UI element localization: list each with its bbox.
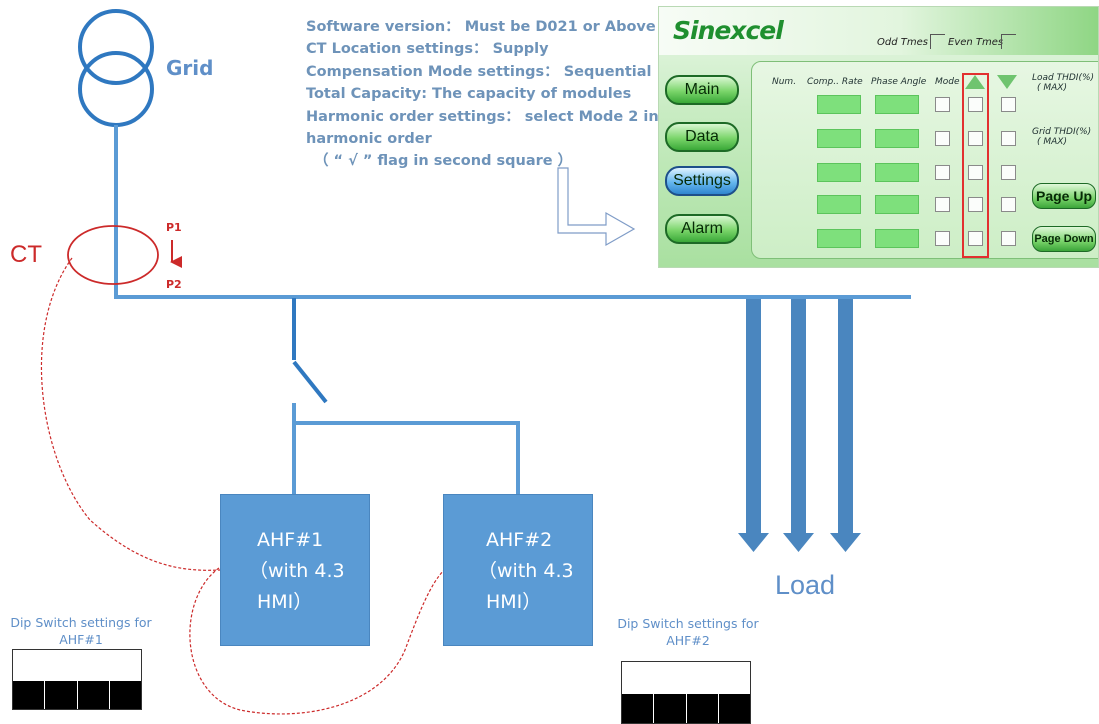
mode-1-checkbox[interactable] (935, 231, 950, 246)
mode-2-highlight (962, 73, 989, 258)
dip1-title: Dip Switch settings for AHF#1 (2, 614, 160, 648)
settings-notes: Software version： Must be D021 or Above … (306, 16, 659, 173)
mode-3-checkbox[interactable] (1001, 197, 1016, 212)
dip1-switch-4 (109, 680, 141, 709)
grid-thdi-label: Grid THDI(%) (1032, 127, 1092, 137)
dip2-switch-4 (718, 693, 750, 723)
ahf2-subtitle: （with 4.3 (478, 560, 574, 582)
mode-1-checkbox[interactable] (935, 197, 950, 212)
mode-1-checkbox[interactable] (935, 131, 950, 146)
phase-angle-cell[interactable] (875, 229, 919, 248)
p1-label: P1 (166, 221, 182, 234)
col-comp-rate-header: Comp.. Rate (807, 77, 863, 87)
comp-rate-cell[interactable] (817, 163, 861, 182)
page-down-button[interactable]: Page Down (1032, 226, 1096, 252)
p2-label: P2 (166, 278, 182, 291)
mode-1-checkbox[interactable] (935, 97, 950, 112)
ahf1-subtitle-2: HMI） (257, 591, 313, 613)
mode-3-checkbox[interactable] (1001, 165, 1016, 180)
mode-1-checkbox[interactable] (935, 165, 950, 180)
grid-thdi-max-label: ( MAX) (1037, 137, 1067, 147)
comp-rate-cell[interactable] (817, 95, 861, 114)
hmi-settings-panel: Sinexcel Odd Tmes Even Tmes Main Data Se… (658, 6, 1099, 268)
ahf2-title: AHF#2 (486, 529, 553, 551)
dip1-switch-3 (77, 680, 110, 709)
phase-angle-cell[interactable] (875, 129, 919, 148)
even-times-label: Even Tmes (948, 37, 1004, 48)
dip2-switch (621, 661, 751, 724)
comp-rate-cell[interactable] (817, 129, 861, 148)
odd-times-label: Odd Tmes (877, 37, 928, 48)
triangle-down-icon[interactable] (997, 75, 1017, 89)
breaker-branch (292, 298, 520, 494)
triangle-up-icon[interactable] (965, 75, 985, 89)
page-up-button[interactable]: Page Up (1032, 183, 1096, 209)
col-num-header: Num. (772, 77, 797, 87)
load-thdi-label: Load THDI(%) (1032, 73, 1095, 83)
note-harmonic-order-2: harmonic order (306, 131, 432, 148)
ahf1-subtitle: （with 4.3 (249, 560, 345, 582)
load-arrows (738, 299, 861, 552)
note-ct-location: CT Location settings： Supply (306, 41, 549, 58)
mode-2-checkbox[interactable] (968, 97, 983, 112)
ct-signal-wiring (40, 257, 445, 715)
note-total-capacity: Total Capacity: The capacity of modules (306, 86, 632, 103)
dip1-title-line1: Dip Switch settings for (10, 615, 152, 630)
ahf1-box: AHF#1 （with 4.3 HMI） (220, 494, 370, 646)
dip2-switch-1 (622, 693, 655, 723)
mode-2-checkbox[interactable] (968, 197, 983, 212)
dip2-switch-3 (686, 693, 719, 723)
note-flag-hint: （ “ √ ” flag in second square ） (314, 153, 573, 170)
dip2-title-line1: Dip Switch settings for (617, 616, 759, 631)
mode-3-checkbox[interactable] (1001, 231, 1016, 246)
mode-2-checkbox[interactable] (968, 165, 983, 180)
phase-angle-cell[interactable] (875, 95, 919, 114)
comp-rate-cell[interactable] (817, 195, 861, 214)
note-harmonic-order: Harmonic order settings： select Mode 2 i… (306, 108, 659, 125)
load-thdi-max-label: ( MAX) (1037, 83, 1067, 93)
mode-2-checkbox[interactable] (968, 131, 983, 146)
mode-3-checkbox[interactable] (1001, 97, 1016, 112)
col-phase-angle-header: Phase Angle (871, 77, 927, 87)
ahf2-box: AHF#2 （with 4.3 HMI） (443, 494, 593, 646)
ct-ellipse (67, 225, 159, 285)
ahf2-subtitle-2: HMI） (486, 591, 542, 613)
nav-data-button[interactable]: Data (665, 122, 739, 152)
mode-3-checkbox[interactable] (1001, 131, 1016, 146)
ahf1-title: AHF#1 (257, 529, 324, 551)
note-software-version: Software version： Must be D021 or Above (306, 19, 656, 35)
nav-main-button[interactable]: Main (665, 75, 739, 105)
even-times-checkbox[interactable] (1001, 34, 1016, 49)
comp-rate-cell[interactable] (817, 229, 861, 248)
sinexcel-logo: Sinexcel (673, 16, 784, 45)
odd-times-checkbox[interactable] (930, 34, 945, 49)
pointer-arrow (557, 167, 636, 247)
dip1-switch-1 (13, 680, 46, 709)
grid-label: Grid (166, 56, 214, 80)
dip2-switch-2 (654, 693, 687, 723)
note-compensation-mode: Compensation Mode settings： Sequential (306, 63, 652, 80)
nav-alarm-button[interactable]: Alarm (665, 214, 739, 244)
col-mode-header: Mode (935, 77, 960, 87)
dip1-switch (12, 649, 142, 710)
ct-label: CT (10, 241, 42, 268)
phase-angle-cell[interactable] (875, 163, 919, 182)
dip1-title-line2: AHF#1 (59, 632, 103, 647)
dip1-switch-2 (45, 680, 78, 709)
load-label: Load (775, 570, 836, 600)
transformer-symbol (78, 9, 154, 127)
mode-2-checkbox[interactable] (968, 231, 983, 246)
dip2-title-line2: AHF#2 (666, 633, 710, 648)
dip2-title: Dip Switch settings for AHF#2 (608, 615, 768, 649)
hmi-header (659, 7, 1098, 55)
nav-settings-button[interactable]: Settings (665, 166, 739, 196)
phase-angle-cell[interactable] (875, 195, 919, 214)
